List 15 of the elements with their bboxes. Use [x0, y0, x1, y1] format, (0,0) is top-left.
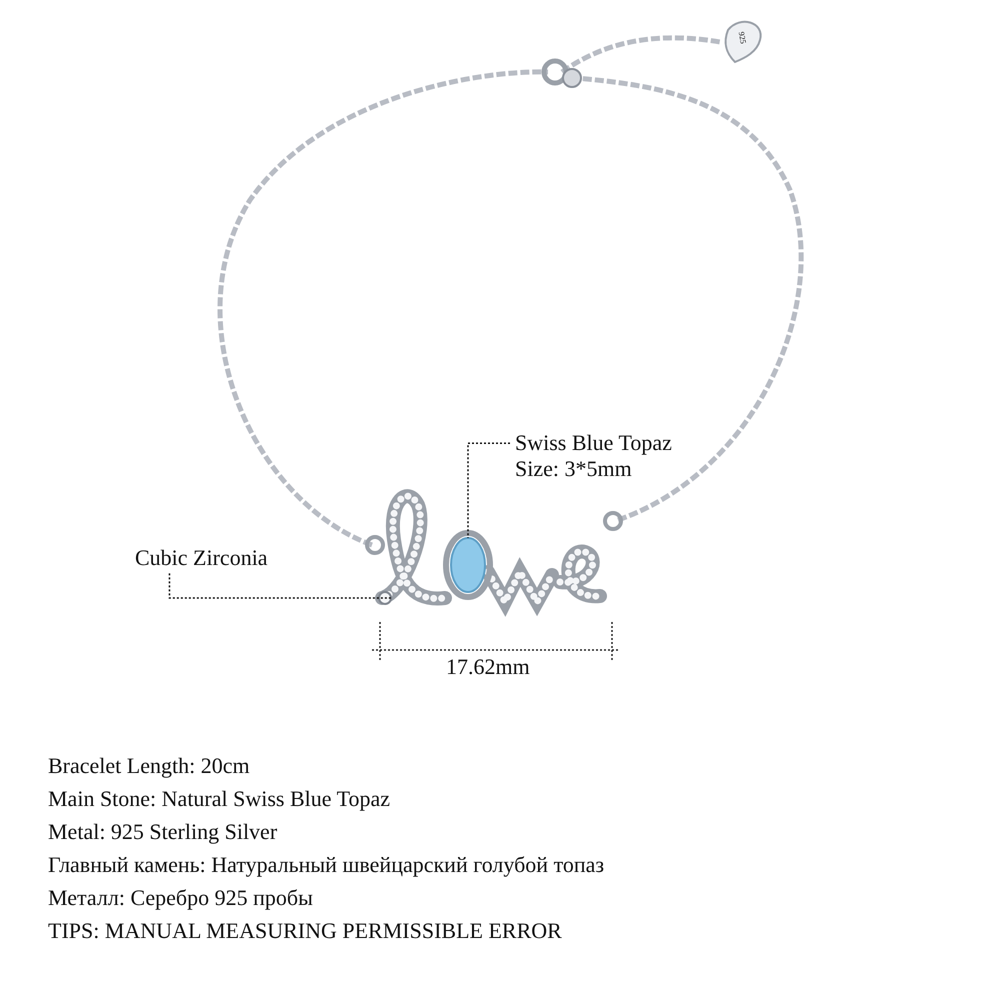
stone — [378, 591, 392, 605]
leader-line — [467, 442, 510, 538]
stone-size: Size: 3*5mm — [515, 456, 633, 483]
spec-line: Главный камень: Натуральный швейцарский голубой топаз — [48, 852, 604, 878]
callout-label: Cubic Zirconia — [135, 545, 268, 572]
spec-line: Металл: Серебро 925 пробы — [48, 885, 313, 912]
leader-line — [168, 573, 391, 599]
dimension-label: 17.62mm — [446, 654, 530, 680]
spec-line: Main Stone: Natural Swiss Blue Topaz — [48, 786, 390, 812]
spec-line: Bracelet Length: 20cm — [48, 753, 250, 780]
hallmark-text: 925 — [736, 31, 748, 45]
spec-line: Metal: 925 Sterling Silver — [48, 819, 278, 846]
note-text: TIPS: MANUAL MEASURING PERMISSIBLE ERROR — [48, 918, 562, 944]
stone-name: Swiss Blue Topaz — [515, 430, 672, 456]
gemstone — [450, 537, 486, 593]
